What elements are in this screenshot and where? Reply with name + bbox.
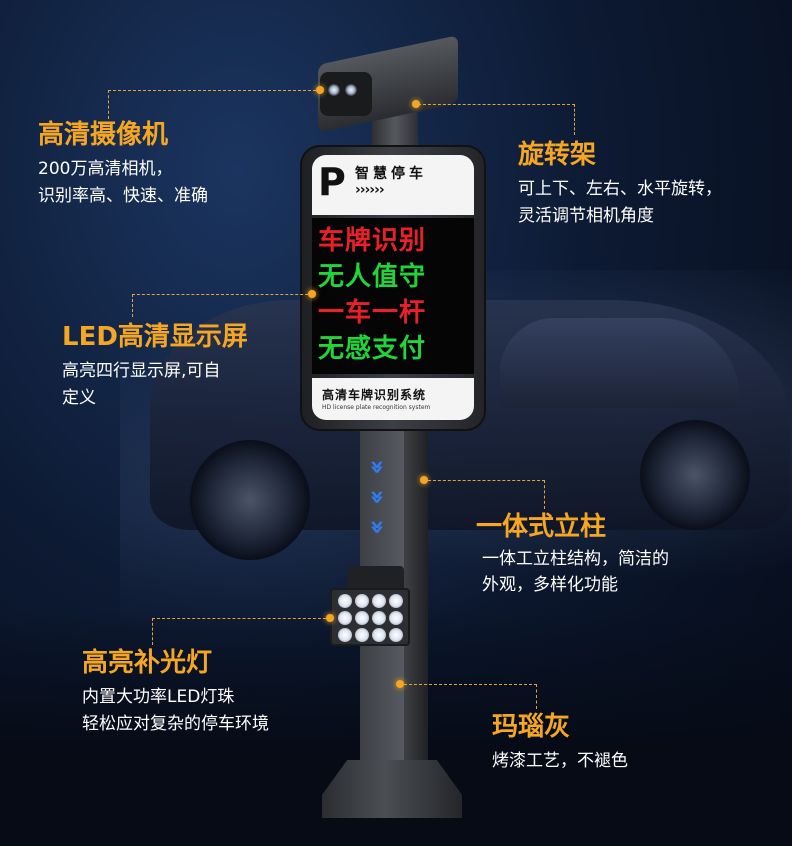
camera-desc-2: 识别率高、快速、准确 — [38, 186, 208, 206]
led-bead — [338, 628, 352, 642]
fill-light — [330, 588, 410, 646]
callout-line-led — [132, 294, 313, 317]
callout-dot — [412, 100, 420, 108]
callout-line-camera — [108, 90, 321, 119]
callout-dot — [316, 86, 324, 94]
pillar-desc-2: 外观，多样化功能 — [482, 575, 618, 595]
led-title: LED高清显示屏 — [62, 322, 248, 352]
rotate-desc-2: 灵活调节相机角度 — [518, 206, 654, 226]
led-bead — [372, 628, 386, 642]
display-header — [312, 155, 474, 215]
camera-desc-1: 200万高清相机， — [38, 159, 173, 179]
camera-title: 高清摄像机 — [38, 120, 169, 150]
led-bead — [372, 594, 386, 608]
led-bead — [355, 628, 369, 642]
color-title: 玛瑙灰 — [492, 712, 571, 742]
callout-line-rotate — [418, 104, 575, 135]
callout-line-pillar — [428, 480, 545, 509]
led-bead — [355, 611, 369, 625]
led-bead — [389, 611, 403, 625]
pillar-title: 一体式立柱 — [476, 512, 607, 542]
led-line-2: 无人值守 — [318, 262, 427, 292]
rotate-desc-1: 可上下、左右、水平旋转， — [518, 179, 722, 199]
led-bead — [338, 611, 352, 625]
callout-line-light — [152, 618, 331, 645]
led-line-4: 无感支付 — [318, 334, 427, 364]
light-desc-1: 内置大功率LED灯珠 — [82, 687, 235, 707]
rotate-title: 旋转架 — [518, 140, 597, 170]
led-desc-1: 高亮四行显示屏,可自 — [62, 361, 221, 381]
led-bead — [372, 611, 386, 625]
led-bead — [338, 594, 352, 608]
callout-dot — [326, 614, 334, 622]
background-car-wheel — [640, 420, 750, 530]
led-desc-2: 定义 — [62, 388, 96, 408]
camera-lens-icon — [328, 84, 340, 96]
callout-dot — [308, 290, 316, 298]
callout-dot — [420, 476, 428, 484]
background-car-wheel — [190, 440, 310, 560]
chevron-up-icon: ‹‹ — [361, 495, 392, 505]
display-header-arrows: ›››››› — [355, 182, 385, 198]
light-title: 高亮补光灯 — [82, 648, 213, 678]
display-footer-title: 高清车牌识别系统 — [322, 388, 427, 402]
display-header-title: 智慧停车 — [355, 166, 427, 182]
callout-line-color — [404, 684, 537, 709]
display-footer-subtitle: HD license plate recognition system — [322, 404, 431, 411]
display-footer — [312, 378, 474, 420]
background-car-window — [500, 318, 740, 408]
parking-logo: P — [318, 160, 346, 204]
chevron-up-icon: ‹‹ — [361, 465, 392, 475]
pillar-base — [322, 760, 462, 818]
chevron-up-icon: ‹‹ — [361, 525, 392, 535]
light-desc-2: 轻松应对复杂的停车环境 — [82, 714, 269, 734]
led-bead — [355, 594, 369, 608]
led-bead — [389, 594, 403, 608]
callout-dot — [396, 680, 404, 688]
color-desc-1: 烤漆工艺，不褪色 — [492, 751, 628, 771]
led-line-1: 车牌识别 — [318, 226, 427, 256]
led-line-3: 一车一杆 — [318, 298, 427, 328]
led-screen — [312, 218, 474, 374]
led-bead — [389, 628, 403, 642]
pillar-desc-1: 一体工立柱结构，简洁的 — [482, 549, 669, 569]
camera-lens-icon — [345, 84, 357, 96]
